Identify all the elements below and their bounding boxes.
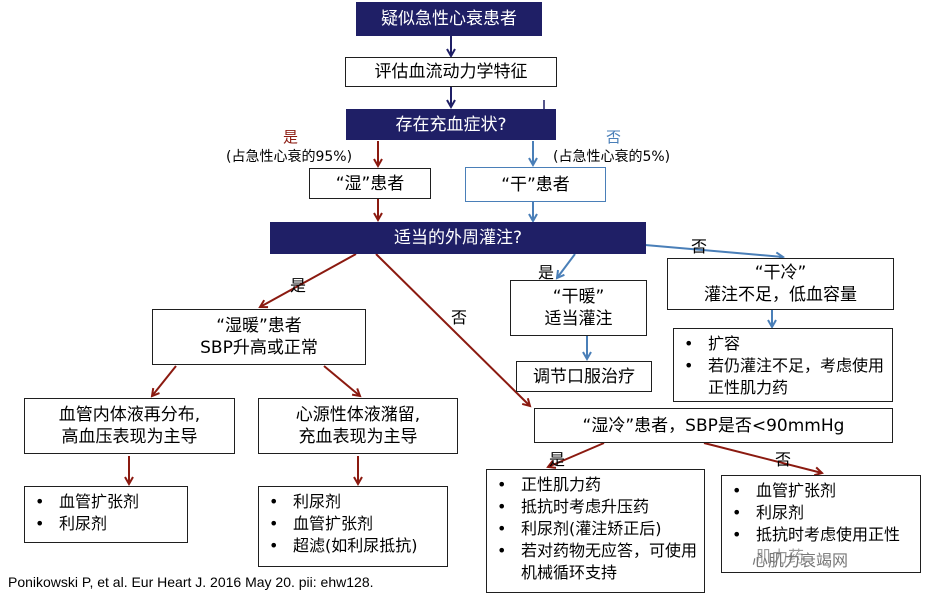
node-dry-warm: “干暖” 适当灌注 [510, 280, 647, 336]
label-yes-percent: (占急性心衰的95%) [226, 149, 353, 165]
node-assess-hemodynamics: 评估血流动力学特征 [345, 57, 557, 87]
node-congestion-text: 存在充血症状? [395, 114, 507, 135]
node-suspect-hf: 疑似急性心衰患者 [356, 2, 542, 36]
watermark: 心肌力衰竭网 [752, 547, 849, 571]
node-warm-wet-line2: SBP升高或正常 [200, 338, 318, 358]
list-dry-cold: 扩容 若仍灌注不足，考虑使用正性肌力药 [673, 328, 893, 402]
node-wet-cold: “湿冷”患者，SBP是否<90mmHg [534, 408, 893, 443]
arrow-warmwet-vascular [152, 365, 177, 396]
node-vascular-line2: 高血压表现为主导 [61, 427, 198, 447]
list-item: 扩容 [682, 333, 886, 355]
node-cardiac-line1: 心源性体液潴留, [295, 405, 421, 425]
arrow-perfusion-wetcold [375, 253, 530, 406]
node-assess-text: 评估血流动力学特征 [374, 62, 528, 82]
node-oral-text: 调节口服治疗 [533, 366, 635, 387]
label-no-drycold: 否 [691, 237, 708, 256]
list-item: 若仍灌注不足，考虑使用正性肌力药 [682, 355, 886, 399]
list-item: 血管扩张剂 [267, 513, 441, 535]
node-perfusion-text: 适当的外周灌注? [393, 228, 523, 248]
node-perfusion: 适当的外周灌注? [270, 222, 646, 254]
node-dry-patient: “干”患者 [465, 167, 606, 202]
list-item: 利尿剂(灌注矫正后) [495, 518, 698, 540]
arrow-perfusion-drycold [644, 244, 783, 257]
label-no-percent: (占急性心衰的5%) [553, 149, 671, 165]
node-dry-cold-line1: “干冷” [754, 263, 807, 283]
label-yes-congestion: 是 [283, 128, 299, 146]
list-wet-cold-yes: 正性肌力药 抵抗时考虑升压药 利尿剂(灌注矫正后) 若对药物无应答，可使用机械循… [486, 469, 705, 593]
label-no-wetcold: 否 [451, 308, 468, 327]
list-item: 血管扩张剂 [730, 480, 914, 502]
list-item: 利尿剂 [33, 513, 181, 535]
arrow-perfusion-drywarm [557, 253, 576, 278]
node-warm-wet: “湿暖”患者 SBP升高或正常 [152, 309, 366, 365]
list-item: 抵抗时考虑升压药 [495, 496, 698, 518]
label-no-congestion: 否 [606, 128, 622, 146]
node-congestion: 存在充血症状? [346, 109, 556, 140]
node-cardiac-line2: 充血表现为主导 [298, 427, 418, 447]
node-dry-text: “干”患者 [501, 174, 570, 195]
node-suspect-hf-text: 疑似急性心衰患者 [381, 9, 517, 29]
label-yes-warmwet: 是 [290, 276, 307, 295]
arrow-wetcold-no [703, 442, 822, 473]
list-item: 利尿剂 [267, 491, 441, 513]
node-vascular-redistribution: 血管内体液再分布, 高血压表现为主导 [24, 398, 235, 454]
node-dry-cold-line2: 灌注不足，低血容量 [704, 285, 857, 305]
list-item: 若对药物无应答，可使用机械循环支持 [495, 540, 698, 584]
node-vascular-line1: 血管内体液再分布, [58, 405, 201, 425]
node-dry-warm-line1: “干暖” [552, 287, 605, 307]
list-item: 正性肌力药 [495, 474, 698, 496]
list-item: 血管扩张剂 [33, 491, 181, 513]
label-no-sbp: 否 [775, 450, 792, 469]
list-vascular: 血管扩张剂 利尿剂 [24, 486, 188, 543]
node-wet-patient: “湿”患者 [309, 168, 431, 199]
node-dry-warm-line2: 适当灌注 [544, 309, 613, 329]
node-wet-text: “湿”患者 [335, 173, 405, 194]
arrow-warmwet-cardiac [323, 365, 360, 396]
label-yes-sbp: 是 [549, 450, 566, 469]
list-item: 利尿剂 [730, 502, 914, 524]
citation: Ponikowski P, et al. Eur Heart J. 2016 M… [8, 574, 374, 590]
node-cardiac-retention: 心源性体液潴留, 充血表现为主导 [258, 398, 458, 454]
label-yes-drywarm: 是 [538, 263, 555, 282]
node-warm-wet-line1: “湿暖”患者 [216, 316, 302, 336]
node-oral-therapy: 调节口服治疗 [516, 361, 652, 392]
arrow-wetcold-yes [548, 442, 605, 467]
arrow-perfusion-warmwet [260, 253, 357, 307]
list-cardiac: 利尿剂 血管扩张剂 超滤(如利尿抵抗) [258, 486, 448, 567]
node-wet-cold-text: “湿冷”患者，SBP是否<90mmHg [582, 415, 845, 436]
node-dry-cold: “干冷” 灌注不足，低血容量 [667, 258, 894, 310]
list-item: 超滤(如利尿抵抗) [267, 535, 441, 557]
